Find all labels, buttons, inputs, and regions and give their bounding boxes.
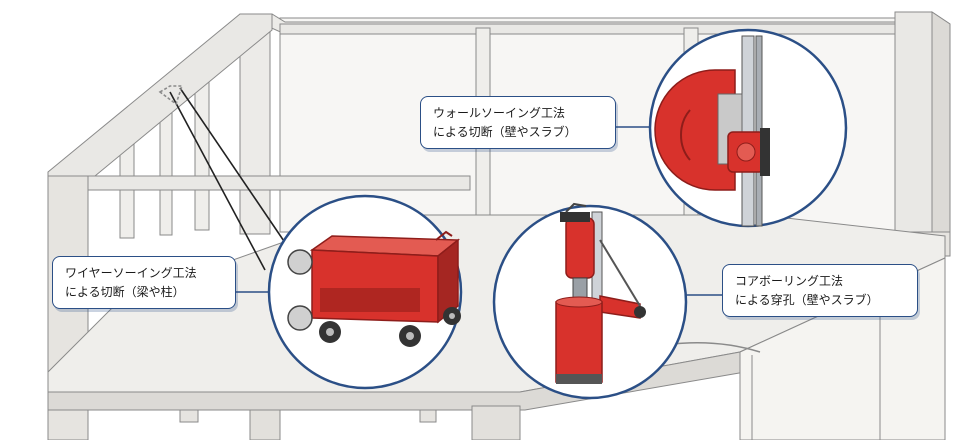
core-boring-label-line2: による穿孔（壁やスラブ）: [735, 291, 907, 310]
wire-sawing-label-line1: ワイヤーソーイング工法: [65, 264, 225, 283]
core-boring-label-line1: コアボーリング工法: [735, 272, 907, 291]
wall-sawing-label-line1: ウォールソーイング工法: [433, 104, 605, 123]
wire-saw-detail: [269, 196, 461, 388]
wall-saw-detail: [650, 30, 846, 226]
core-boring-detail: [494, 204, 686, 398]
wire-sawing-label-line2: による切断（梁や柱）: [65, 283, 225, 302]
core-boring-callout: コアボーリング工法 による穿孔（壁やスラブ）: [722, 264, 918, 317]
wall-sawing-callout: ウォールソーイング工法 による切断（壁やスラブ）: [420, 96, 616, 149]
wall-sawing-label-line2: による切断（壁やスラブ）: [433, 123, 605, 142]
wire-sawing-callout: ワイヤーソーイング工法 による切断（梁や柱）: [52, 256, 236, 309]
